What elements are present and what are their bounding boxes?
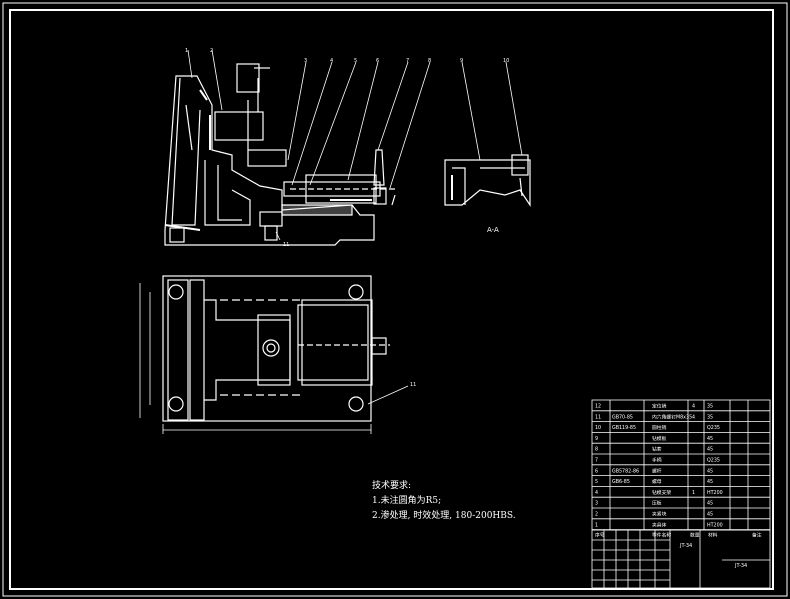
balloon-8: 8 <box>428 58 431 64</box>
balloon-7: 7 <box>406 58 409 64</box>
bom-cell-material: 45 <box>707 501 713 507</box>
technical-notes: 技术要求: 1.未注圆角为R5; 2.渗处理, 时效处理, 180-200HBS… <box>372 479 516 524</box>
bom-cell-name: 手柄 <box>652 457 662 464</box>
bom-cell-code: GB6-85 <box>612 479 630 485</box>
dimension-lines <box>139 283 372 434</box>
bom-cell-material: HT200 <box>707 522 723 528</box>
balloon-10: 10 <box>503 58 509 64</box>
bom-cell-material: 35 <box>707 404 713 410</box>
balloon-3: 3 <box>304 58 307 64</box>
bom-cell-material: 45 <box>707 512 713 518</box>
balloon-5: 5 <box>354 58 357 64</box>
bom-cell-no: 6 <box>595 468 598 474</box>
bom-header-extra2: 备注 <box>752 532 762 539</box>
bom-cell-no: 8 <box>595 447 598 453</box>
bom-cell-no: 2 <box>595 512 598 518</box>
bom-cell-name: 夹紧块 <box>652 511 667 518</box>
balloon-11b: 11 <box>410 382 416 388</box>
title-block <box>591 529 771 589</box>
bom-cell-no: 5 <box>595 479 598 485</box>
front-view <box>164 63 396 246</box>
bom-cell-material: HT200 <box>707 490 723 496</box>
bom-cell-no: 7 <box>595 458 598 464</box>
drawing-code: JT-34 <box>679 543 692 549</box>
balloon-9: 9 <box>460 58 463 64</box>
bom-cell-material: 45 <box>707 447 713 453</box>
bom-cell-qty: 4 <box>692 404 695 410</box>
bom-cell-material: 45 <box>707 468 713 474</box>
bom-cell-name: 内六角螺钉M8x35 <box>652 413 692 420</box>
bom-header-material: 材料 <box>708 532 718 539</box>
section-view-a-a <box>444 154 531 207</box>
bom-cell-material: Q235 <box>707 425 720 431</box>
bom-cell-no: 10 <box>595 425 601 431</box>
bom-cell-qty: 1 <box>692 490 695 496</box>
bom-cell-name: 钻套 <box>652 446 662 453</box>
balloon-6: 6 <box>376 58 379 64</box>
bom-cell-name: 夹具体 <box>652 521 667 528</box>
notes-item-1: 1.未注圆角为R5; <box>372 496 442 506</box>
bom-cell-no: 1 <box>595 522 598 528</box>
bom-cell-no: 12 <box>595 404 601 410</box>
section-label: A-A <box>487 226 499 234</box>
bom-cell-no: 4 <box>595 490 598 496</box>
bom-cell-qty: 4 <box>692 414 695 420</box>
top-view <box>162 275 390 422</box>
bom-cell-material: 35 <box>707 414 713 420</box>
bom-cell-name: 压板 <box>652 500 662 507</box>
bom-cell-material: 45 <box>707 436 713 442</box>
bom-cell-name: 定位销 <box>652 403 667 410</box>
balloon-4: 4 <box>330 58 333 64</box>
bom-cell-name: 螺母 <box>652 478 662 485</box>
bom-cell-no: 9 <box>595 436 598 442</box>
balloon-2: 2 <box>210 48 213 54</box>
balloon-leaders <box>187 49 523 405</box>
sheet-inner-border <box>9 9 774 590</box>
bom-cell-name: 钻模支架 <box>652 489 671 496</box>
bom-cell-material: 45 <box>707 479 713 485</box>
bom-header-name: 零件名称 <box>652 532 671 539</box>
notes-title: 技术要求: <box>372 481 412 491</box>
balloon-11: 11 <box>283 242 289 248</box>
drawing-code-2: JT-34 <box>734 563 747 569</box>
bom-cell-code: GB119-85 <box>612 425 636 431</box>
balloon-labels: 1 2 3 4 5 6 7 8 9 10 11 11 <box>185 48 509 388</box>
balloon-1: 1 <box>185 48 188 54</box>
bom-cell-material: Q235 <box>707 458 720 464</box>
bom-cell-no: 3 <box>595 501 598 507</box>
bom-cell-code: GB70-85 <box>612 414 633 420</box>
bom-cell-name: 钻模板 <box>652 435 667 442</box>
bom-header-no: 序号 <box>595 532 605 539</box>
notes-item-2: 2.渗处理, 时效处理, 180-200HBS. <box>372 511 516 521</box>
bom-cell-code: GB5782-86 <box>612 468 639 474</box>
bom-cell-no: 11 <box>595 414 601 420</box>
bom-header-qty: 数量 <box>690 532 700 539</box>
bom-cell-name: 圆柱销 <box>652 424 667 431</box>
bom-cell-name: 螺杆 <box>652 467 662 474</box>
